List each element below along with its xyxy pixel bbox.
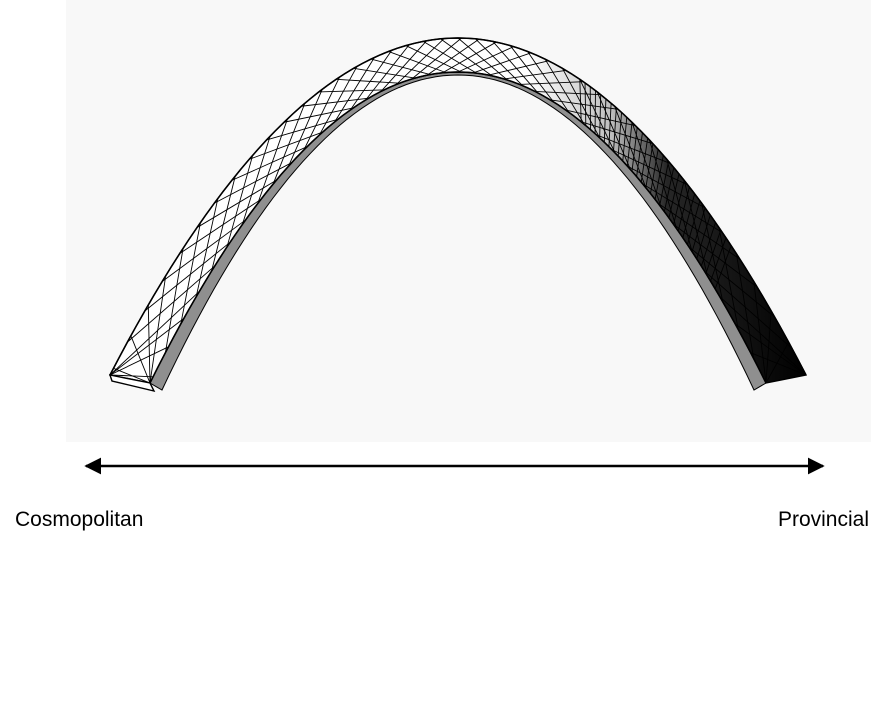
arch-dark-end: [110, 38, 806, 383]
arch: [108, 37, 808, 393]
arch-inner-edge: [149, 71, 767, 384]
provincial-label: Provincial: [777, 508, 869, 531]
cosmopolitan-label: Cosmopolitan: [15, 508, 144, 531]
arch-outer-edge: [109, 37, 807, 376]
arch-left-end-cap: [108, 374, 156, 393]
